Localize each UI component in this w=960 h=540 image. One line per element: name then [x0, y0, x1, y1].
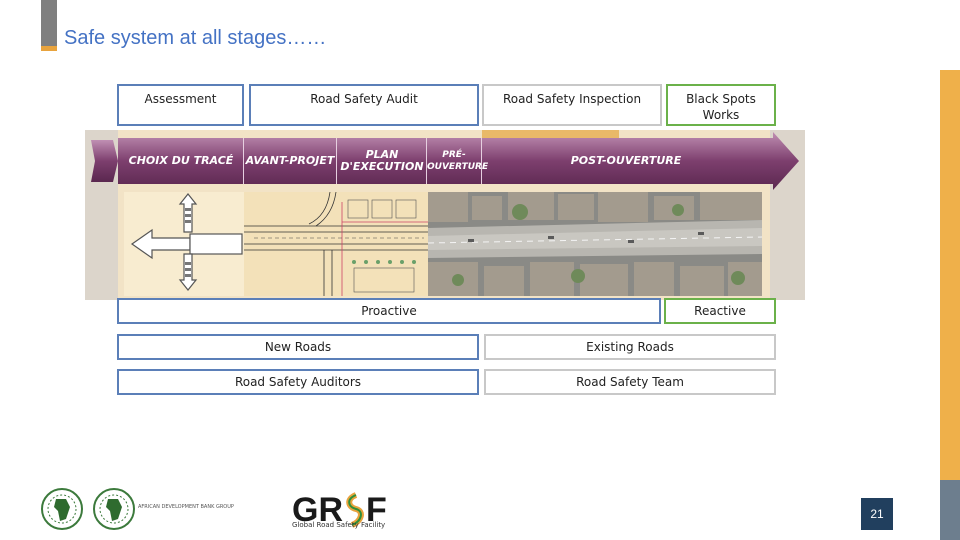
pre-line1: PRÉ-: [442, 150, 466, 160]
header-accent-bar: [41, 0, 57, 48]
existing-roads-box: Existing Roads: [484, 334, 776, 360]
svg-text:F: F: [366, 491, 387, 529]
banner-pre-ouverture: PRÉ- OUVERTURE: [427, 149, 488, 173]
timeline-banner: [91, 132, 799, 190]
road-plan-drawings: [124, 192, 428, 296]
stage-audit-box: Road Safety Audit: [249, 84, 479, 126]
black-spots-label: Black Spots Works: [686, 92, 756, 122]
svg-text:GR: GR: [292, 491, 343, 529]
banner-post-ouverture: POST-OUVERTURE: [570, 154, 682, 167]
side-strip-orange: [940, 70, 960, 480]
afdb-logo: [41, 488, 135, 530]
road-safety-auditors-box: Road Safety Auditors: [117, 369, 479, 395]
grsf-subtitle: Global Road Safety Facility: [292, 521, 386, 529]
slide-title: Safe system at all stages……: [64, 27, 327, 49]
banner-choix-du-trace: CHOIX DU TRACÉ: [128, 154, 234, 167]
stage-black-spots-box: Black Spots Works: [666, 84, 776, 126]
banner-avant-projet: AVANT-PROJET: [245, 154, 335, 167]
proactive-box: Proactive: [117, 298, 661, 324]
header-accent-underline: [41, 46, 57, 51]
page-number: 21: [861, 498, 893, 530]
stage-inspection-box: Road Safety Inspection: [482, 84, 662, 126]
road-safety-team-box: Road Safety Team: [484, 369, 776, 395]
grsf-logo: GR F: [292, 491, 387, 529]
side-strip-gray: [940, 480, 960, 540]
stage-assessment-box: Assessment: [117, 84, 244, 126]
plan-line1: PLAN: [365, 148, 399, 161]
pre-line2: OUVERTURE: [427, 162, 489, 172]
plan-line2: D'EXECUTION: [340, 160, 424, 173]
aerial-road-photo: [428, 192, 762, 296]
reactive-box: Reactive: [664, 298, 776, 324]
afdb-label: AFRICAN DEVELOPMENT BANK GROUP: [138, 504, 234, 510]
new-roads-box: New Roads: [117, 334, 479, 360]
inspection-highlight-tab: [482, 130, 619, 138]
